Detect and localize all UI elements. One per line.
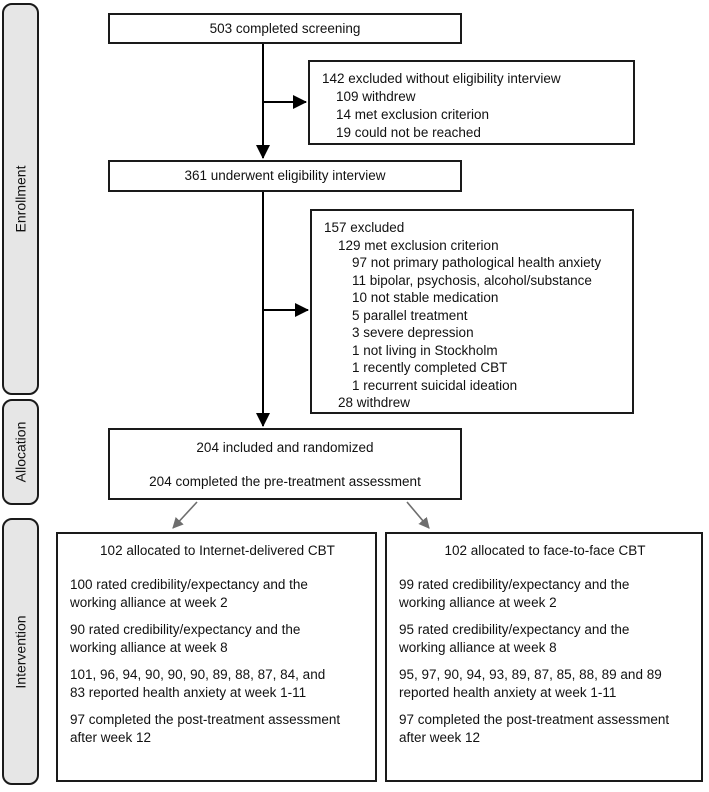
- paragraph-line: working alliance at week 8: [399, 640, 557, 655]
- excluded2-line: 1 not living in Stockholm: [352, 342, 498, 358]
- paragraph-line: 97 completed the post-treatment assessme…: [70, 712, 341, 727]
- excluded2-line: 28 withdrew: [338, 395, 411, 410]
- excluded2-line: 10 not stable medication: [352, 290, 499, 305]
- excluded2-line: 11 bipolar, psychosis, alcohol/substance: [352, 272, 592, 288]
- excluded1-title: 142 excluded without eligibility intervi…: [322, 71, 561, 86]
- excluded2-line: 1 recently completed CBT: [352, 360, 508, 375]
- excluded1-item: 19 could not be reached: [336, 125, 481, 140]
- arm-face-to-face-paragraph: 99 rated credibility/expectancy and the …: [399, 576, 691, 612]
- paragraph-line: 99 rated credibility/expectancy and the: [399, 577, 630, 592]
- arm-internet-paragraph: 97 completed the post-treatment assessme…: [70, 711, 365, 747]
- excluded1-item: 109 withdrew: [336, 89, 416, 104]
- arm-internet-title: 102 allocated to Internet-delivered CBT: [100, 543, 335, 558]
- arm-face-to-face-paragraph: 95, 97, 90, 94, 93, 89, 87, 85, 88, 89 a…: [399, 666, 691, 702]
- paragraph-line: after week 12: [399, 730, 481, 745]
- excluded2-line: 129 met exclusion criterion: [338, 237, 499, 253]
- excluded2-line: 157 excluded: [324, 220, 405, 235]
- arm-internet-paragraph: 101, 96, 94, 90, 90, 90, 89, 88, 87, 84,…: [70, 666, 365, 702]
- stage-label-enrollment: Enrollment: [2, 3, 39, 395]
- excluded2-line: 97 not primary pathological health anxie…: [352, 255, 602, 270]
- arrow-randomized-to-arm-left: [172, 501, 198, 529]
- excluded2-line: 3 severe depression: [352, 325, 474, 340]
- arm-face-to-face-paragraph: 97 completed the post-treatment assessme…: [399, 711, 691, 747]
- paragraph-line: reported health anxiety at week 1-11: [399, 685, 617, 700]
- paragraph-line: working alliance at week 8: [70, 640, 228, 655]
- paragraph-line: 95, 97, 90, 94, 93, 89, 87, 85, 88, 89 a…: [399, 667, 662, 682]
- paragraph-line: 100 rated credibility/expectancy and the: [70, 577, 308, 592]
- eligibility-interview-text: 361 underwent eligibility interview: [184, 168, 386, 183]
- arm-internet-paragraph: 100 rated credibility/expectancy and the…: [70, 576, 365, 612]
- arm-face-to-face-title: 102 allocated to face-to-face CBT: [444, 543, 646, 558]
- arm-face-to-face-cbt-box: 102 allocated to face-to-face CBT 99 rat…: [385, 532, 703, 782]
- eligibility-interview-box: 361 underwent eligibility interview: [108, 160, 462, 192]
- randomized-line1: 204 included and randomized: [196, 440, 374, 455]
- excluded-before-interview-box: 142 excluded without eligibility intervi…: [308, 60, 635, 145]
- stage-label-intervention: Intervention: [2, 518, 39, 785]
- stage-label-allocation-text: Allocation: [12, 421, 29, 483]
- excluded1-item: 14 met exclusion criterion: [336, 107, 490, 122]
- arm-internet-paragraph: 90 rated credibility/expectancy and the …: [70, 621, 365, 657]
- stage-label-intervention-text: Intervention: [12, 614, 29, 689]
- paragraph-line: working alliance at week 2: [70, 595, 228, 610]
- screening-text: 503 completed screening: [209, 20, 361, 36]
- arm-face-to-face-paragraph: 95 rated credibility/expectancy and the …: [399, 621, 691, 657]
- screening-box: 503 completed screening: [108, 13, 462, 44]
- paragraph-line: 97 completed the post-treatment assessme…: [399, 712, 670, 727]
- paragraph-line: 90 rated credibility/expectancy and the: [70, 622, 301, 637]
- arrow-randomized-to-arm-right: [406, 501, 430, 529]
- paragraph-line: 83 reported health anxiety at week 1-11: [70, 685, 307, 700]
- stage-label-allocation: Allocation: [2, 399, 39, 505]
- paragraph-line: 95 rated credibility/expectancy and the: [399, 622, 630, 637]
- excluded2-line: 1 recurrent suicidal ideation: [352, 377, 518, 393]
- stage-label-enrollment-text: Enrollment: [12, 165, 29, 233]
- excluded-after-interview-box: 157 excluded 129 met exclusion criterion…: [310, 209, 634, 414]
- paragraph-line: 101, 96, 94, 90, 90, 90, 89, 88, 87, 84,…: [70, 667, 326, 682]
- excluded2-line: 5 parallel treatment: [352, 307, 468, 323]
- arm-internet-cbt-box: 102 allocated to Internet-delivered CBT …: [56, 532, 377, 782]
- randomized-line2: 204 completed the pre-treatment assessme…: [149, 474, 421, 489]
- paragraph-line: after week 12: [70, 730, 152, 745]
- randomized-box: 204 included and randomized 204 complete…: [108, 428, 462, 500]
- paragraph-line: working alliance at week 2: [399, 595, 557, 610]
